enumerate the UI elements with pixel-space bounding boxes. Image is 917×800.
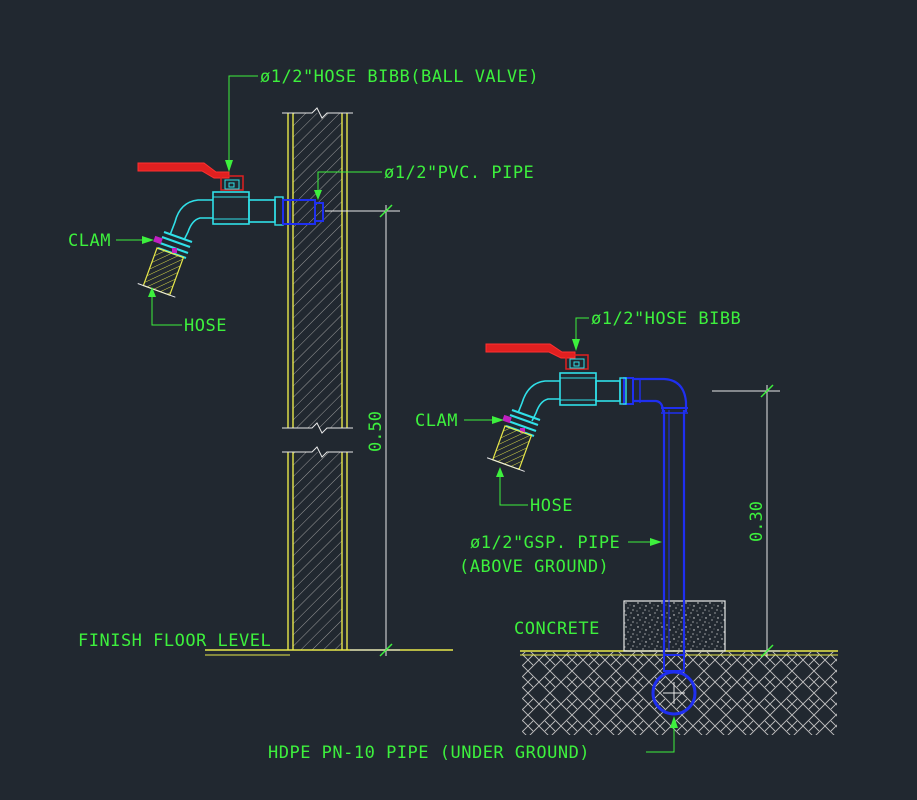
left-ball-valve: [137, 162, 284, 260]
label-finish-floor-level: FINISH FLOOR LEVEL: [78, 631, 271, 651]
leader-gsp-pipe: [628, 538, 662, 546]
label-hose-bibb-right: ø1/2"HOSE BIBB: [591, 309, 741, 329]
label-pvc-pipe: ø1/2"PVC. PIPE: [384, 163, 534, 183]
leader-clam-left: [116, 236, 154, 244]
leader-hose-bibb-left: [225, 75, 258, 172]
label-hdpe-pipe: HDPE PN-10 PIPE (UNDER GROUND): [268, 743, 590, 763]
gsp-vertical-pipe: [623, 377, 688, 655]
leader-pvc-pipe: [314, 171, 382, 200]
leader-hose-left: [148, 287, 182, 326]
left-hose: [137, 247, 185, 298]
right-ball-valve: [485, 343, 627, 438]
hdpe-pipe-underground: [651, 654, 697, 716]
label-above-ground: (ABOVE GROUND): [459, 557, 609, 577]
dimension-right-value: 0.30: [747, 501, 767, 542]
label-hose-left: HOSE: [184, 316, 227, 336]
dimension-right: [712, 384, 780, 658]
left-pvc-pipe: [282, 199, 324, 225]
leader-hdpe-pipe: [646, 716, 678, 753]
right-hose: [486, 425, 533, 472]
dimension-left-value: 0.50: [366, 411, 386, 452]
label-gsp-pipe: ø1/2"GSP. PIPE: [470, 533, 620, 553]
leader-clam-right: [464, 416, 504, 424]
leader-hose-right: [496, 467, 528, 506]
leader-hose-bibb-right: [572, 317, 589, 351]
wall-section: [282, 107, 353, 650]
label-concrete: CONCRETE: [514, 619, 600, 639]
label-hose-right: HOSE: [530, 496, 573, 516]
label-clam-right: CLAM: [415, 411, 458, 431]
label-hose-bibb-ball-valve: ø1/2"HOSE BIBB(BALL VALVE): [260, 67, 539, 87]
label-clam-left: CLAM: [68, 231, 111, 251]
dimension-left: [325, 204, 400, 657]
concrete-block: [623, 600, 726, 652]
